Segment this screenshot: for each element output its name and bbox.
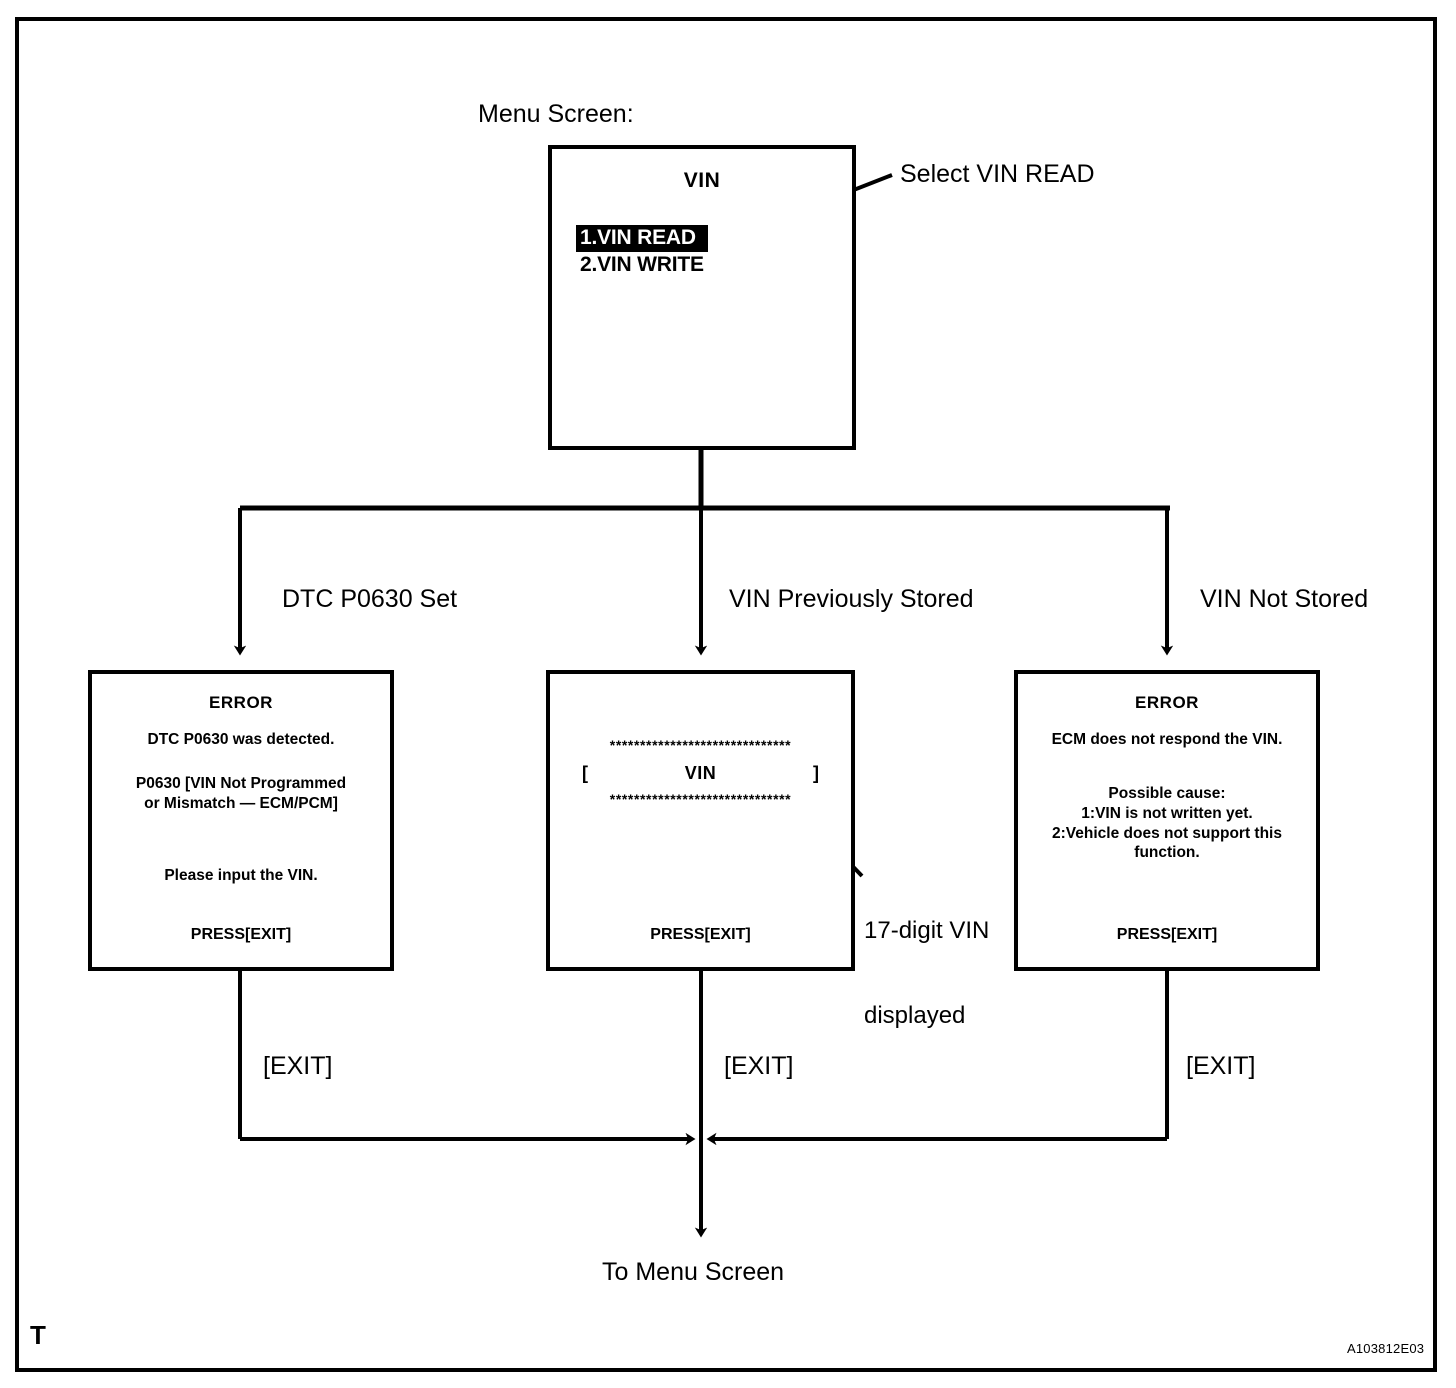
branch-label-vin-stored: VIN Previously Stored <box>729 585 974 613</box>
vin-display-bracket-open: [ <box>582 763 588 783</box>
vin-display-star-rule-bottom: ****************************** <box>609 791 792 807</box>
menu-screen-list: 1.VIN READ 2.VIN WRITE <box>576 225 708 279</box>
error-no-response-cause-2-cont: function. <box>1134 844 1200 862</box>
error-dtc-code-line-2: or Mismatch — ECM/PCM] <box>144 794 338 812</box>
callout-select-vin-read: Select VIN READ <box>900 160 1095 188</box>
error-dtc-press-exit: PRESS[EXIT] <box>190 925 292 943</box>
error-no-response-cause-1: 1:VIN is not written yet. <box>1081 804 1253 822</box>
screen-error-dtc[interactable]: ERROR DTC P0630 was detected. P0630 [VIN… <box>88 670 394 971</box>
callout-17-digit-vin-line-2: displayed <box>864 1001 966 1029</box>
vin-display-field-row: [ VIN ] <box>582 762 819 785</box>
menu-item-vin-write[interactable]: 2.VIN WRITE <box>580 253 704 277</box>
exit-label-middle: [EXIT] <box>724 1052 794 1080</box>
exit-label-right: [EXIT] <box>1186 1052 1256 1080</box>
branch-label-vin-not-stored: VIN Not Stored <box>1200 585 1369 613</box>
vin-display-star-rule-top: ****************************** <box>609 737 792 753</box>
vin-display-press-exit: PRESS[EXIT] <box>650 925 751 943</box>
exit-label-left: [EXIT] <box>263 1052 333 1080</box>
screen-vin-display[interactable]: ****************************** [ VIN ] *… <box>546 670 855 971</box>
to-menu-screen-label: To Menu Screen <box>602 1258 785 1286</box>
screen-error-no-response-content: ERROR ECM does not respond the VIN. Poss… <box>1018 674 1316 967</box>
menu-screen-panel[interactable]: VIN 1.VIN READ 2.VIN WRITE <box>548 145 856 450</box>
screen-error-no-response[interactable]: ERROR ECM does not respond the VIN. Poss… <box>1014 670 1320 971</box>
vin-display-value: VIN <box>684 763 717 783</box>
error-no-response-title: ERROR <box>1135 693 1199 712</box>
menu-screen-title: VIN <box>683 169 721 192</box>
vin-display-bracket-close: ] <box>813 763 819 783</box>
error-dtc-line-detected: DTC P0630 was detected. <box>147 731 335 748</box>
error-no-response-press-exit: PRESS[EXIT] <box>1116 925 1218 943</box>
menu-item-vin-read[interactable]: 1.VIN READ <box>576 225 708 253</box>
error-no-response-message: ECM does not respond the VIN. <box>1051 731 1283 748</box>
callout-17-digit-vin: 17-digit VIN displayed <box>864 860 989 1087</box>
screen-error-dtc-content: ERROR DTC P0630 was detected. P0630 [VIN… <box>92 674 390 967</box>
branch-label-dtc-set: DTC P0630 Set <box>282 585 458 613</box>
corner-marker: T <box>30 1320 46 1350</box>
error-no-response-cause-heading: Possible cause: <box>1108 785 1226 802</box>
error-no-response-causes: Possible cause: 1:VIN is not written yet… <box>1026 784 1308 863</box>
error-dtc-title: ERROR <box>209 693 273 712</box>
error-dtc-code-line-1: P0630 [VIN Not Programmed <box>135 775 347 792</box>
figure-code: A103812E03 <box>1347 1341 1425 1356</box>
screen-vin-display-content: ****************************** [ VIN ] *… <box>550 674 851 967</box>
error-dtc-code-block: P0630 [VIN Not Programmed or Mismatch — … <box>100 774 382 814</box>
error-dtc-instruction: Please input the VIN. <box>164 867 318 884</box>
menu-screen-caption: Menu Screen: <box>478 100 634 128</box>
page-border <box>15 17 1437 1372</box>
error-no-response-cause-2: 2:Vehicle does not support this <box>1052 824 1282 842</box>
callout-17-digit-vin-line-1: 17-digit VIN <box>864 916 990 944</box>
